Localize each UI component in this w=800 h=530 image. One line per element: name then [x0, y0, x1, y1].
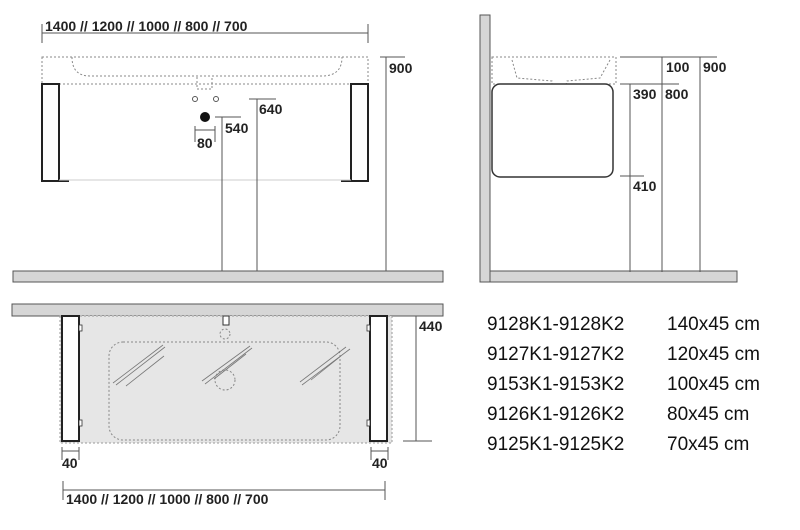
- basin-top: [59, 315, 393, 444]
- supply-height-label: 640: [259, 101, 283, 117]
- wall: [11, 303, 444, 317]
- front-view: 1400 // 1200 // 1000 // 800 // 700 80 54…: [12, 18, 444, 283]
- product-size: 120x45 cm: [667, 344, 760, 365]
- drain-height-label: 540: [225, 120, 249, 136]
- total-height-label: 900: [389, 60, 413, 76]
- top-width-label: 1400 // 1200 // 1000 // 800 // 700: [66, 491, 269, 507]
- cabinet-height-label: 390: [633, 86, 657, 102]
- product-row: 9128K1-9128K2 140x45 cm: [487, 310, 760, 340]
- drain-spacing-label: 80: [197, 135, 213, 151]
- product-row: 9126K1-9126K2 80x45 cm: [487, 400, 760, 430]
- right-panel-width-label: 40: [372, 455, 388, 471]
- product-code: 9125K1-9125K2: [487, 434, 625, 455]
- product-row: 9125K1-9125K2 70x45 cm: [487, 430, 760, 460]
- cabinet-top-label: 800: [665, 86, 689, 102]
- basin-outline: [491, 56, 617, 85]
- product-code: 9127K1-9127K2: [487, 344, 625, 365]
- right-leg: [350, 83, 369, 182]
- product-row: 9127K1-9127K2 120x45 cm: [487, 340, 760, 370]
- side-total-height-label: 900: [703, 59, 727, 75]
- right-panel: [369, 315, 388, 442]
- top-view: 440 40 40 1400 // 1200 // 1000 // 800 //…: [11, 303, 444, 507]
- basin-outline: [41, 56, 369, 85]
- cabinet: [491, 83, 614, 178]
- product-size: 100x45 cm: [667, 374, 760, 395]
- product-list: 9128K1-9128K2 140x45 cm 9127K1-9127K2 120x…: [487, 310, 760, 460]
- floor: [12, 270, 444, 283]
- product-size: 70x45 cm: [667, 434, 750, 455]
- supply-hole: [213, 96, 219, 102]
- bowl-outline: [71, 56, 343, 77]
- left-leg: [41, 83, 60, 182]
- product-row: 9153K1-9153K2 100x45 cm: [487, 370, 760, 400]
- product-code: 9126K1-9126K2: [487, 404, 625, 425]
- depth-label: 440: [419, 318, 443, 334]
- wall: [479, 14, 491, 283]
- left-panel-width-label: 40: [62, 455, 78, 471]
- cabinet-bottom-label: 410: [633, 178, 657, 194]
- drain-hole: [200, 112, 210, 122]
- supply-hole: [192, 96, 198, 102]
- floor: [489, 270, 738, 283]
- left-panel: [61, 315, 80, 442]
- product-code: 9153K1-9153K2: [487, 374, 625, 395]
- basin-depth-label: 100: [666, 59, 690, 75]
- front-width-label: 1400 // 1200 // 1000 // 800 // 700: [45, 18, 248, 34]
- drain-outline: [214, 369, 236, 391]
- product-size: 140x45 cm: [667, 314, 760, 335]
- product-code: 9128K1-9128K2: [487, 314, 625, 335]
- bowl-outline: [108, 341, 341, 441]
- product-size: 80x45 cm: [667, 404, 750, 425]
- side-view: 100 900 390 800 410: [479, 14, 738, 283]
